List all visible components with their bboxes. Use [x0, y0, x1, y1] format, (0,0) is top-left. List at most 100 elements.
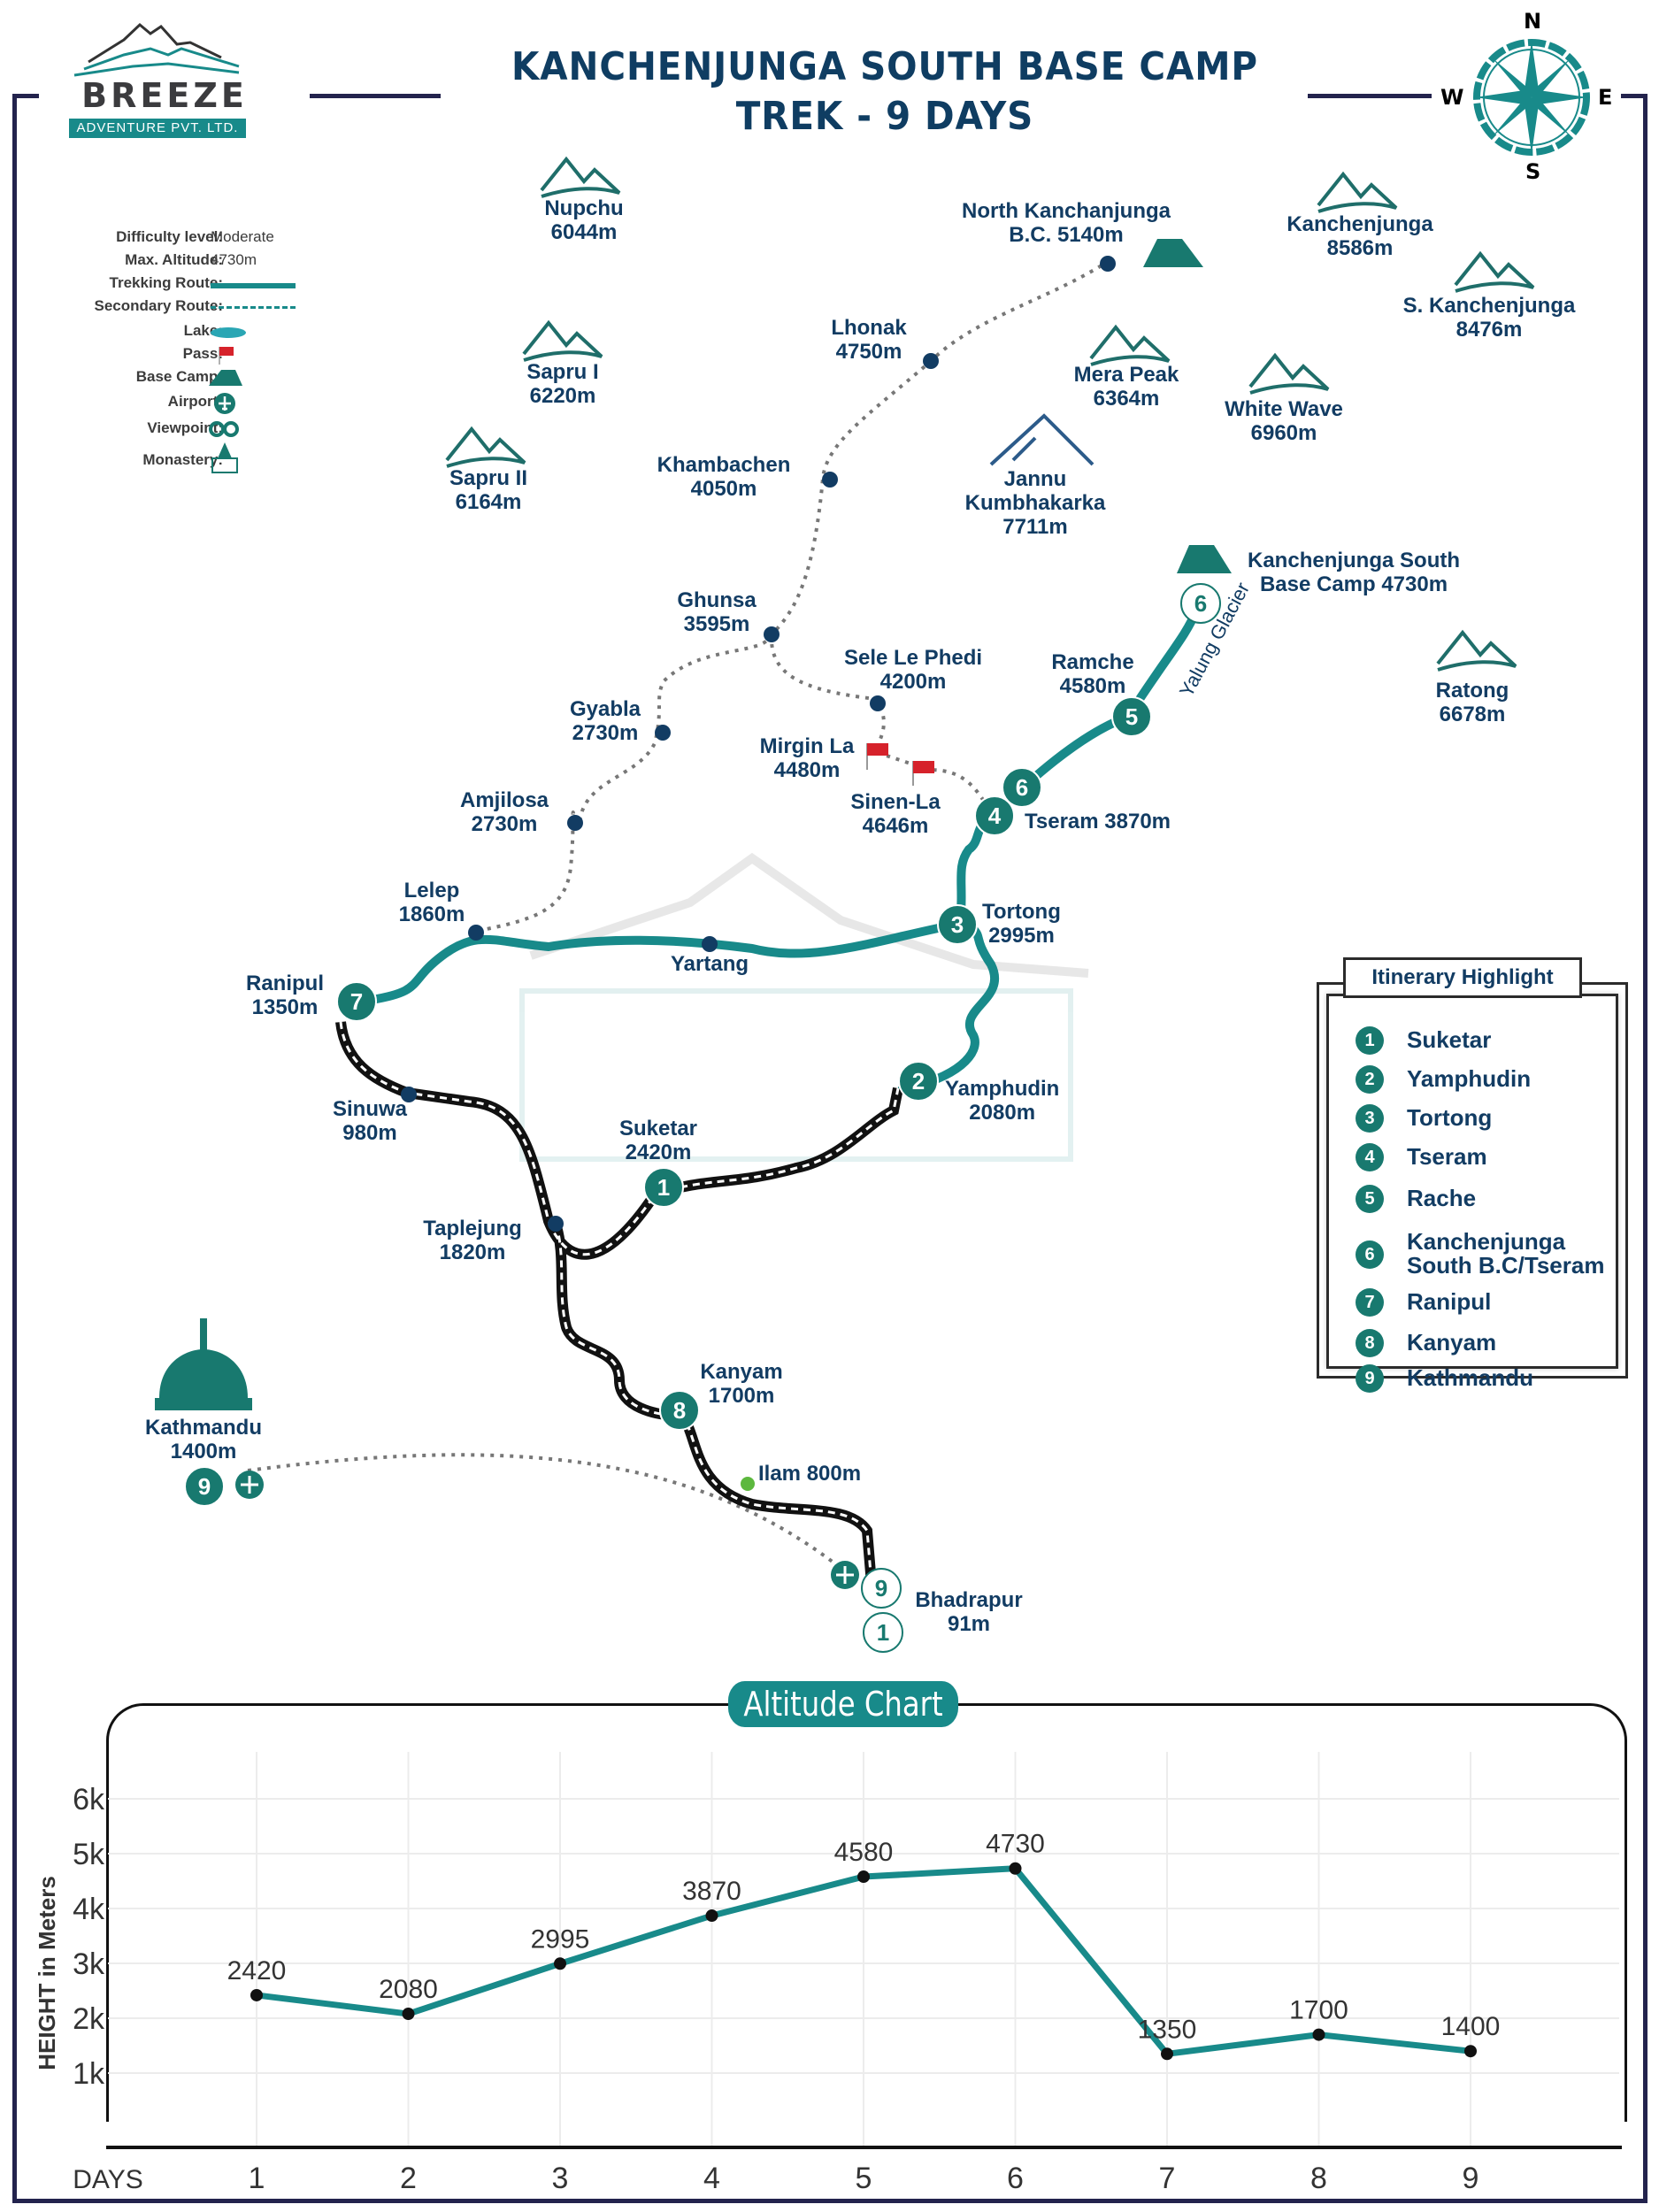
x-tick-label: 6 — [1007, 2162, 1024, 2195]
y-tick-label: 1k — [73, 2057, 105, 2091]
waypoint-amjilosa — [567, 815, 583, 831]
flag-icon — [219, 347, 234, 365]
title-line-1: KANCHENJUNGA SOUTH BASE CAMP — [511, 44, 1258, 89]
data-point — [1312, 2028, 1325, 2041]
title-line-2: TREK - 9 DAYS — [735, 94, 1034, 139]
waypoint-sinuwa — [401, 1087, 417, 1102]
label-yartang: Yartang — [670, 952, 749, 976]
data-point — [705, 1909, 718, 1923]
legend-lake: Lake: — [35, 322, 319, 345]
frame-top-right2 — [1621, 94, 1647, 98]
waypoint-yartang — [702, 936, 718, 952]
x-tick-label: 3 — [552, 2162, 569, 2195]
flag-icon — [912, 761, 934, 786]
waypoint-khambachen — [822, 472, 838, 488]
airplane-icon — [214, 393, 235, 414]
stop-day-6-tseram[interactable]: 6 — [1002, 767, 1042, 808]
data-point — [402, 2008, 415, 2021]
stop-day-9-bhadrapur[interactable]: 9 — [861, 1568, 902, 1609]
jeep-road — [335, 1021, 903, 1585]
compass-n: N — [1524, 9, 1542, 34]
y-tick-label: 5k — [73, 1838, 105, 1871]
data-point — [1464, 2045, 1477, 2058]
waypoint-sele-le — [870, 695, 886, 711]
legend-viewpoint: Viewpoint: — [35, 419, 319, 442]
stop-day-8[interactable]: 8 — [659, 1390, 700, 1431]
data-point — [554, 1957, 566, 1970]
label-ilam: Ilam 800m — [758, 1462, 862, 1486]
data-label: 3870 — [682, 1877, 741, 1906]
page-title: KANCHENJUNGA SOUTH BASE CAMP TREK - 9 DA… — [478, 42, 1292, 142]
mountain-icon-sapru2 — [445, 426, 526, 468]
legend-airport: Airport: — [35, 393, 319, 416]
tent-icon — [209, 370, 242, 386]
x-tick-label: 7 — [1159, 2162, 1176, 2195]
stop-day-2[interactable]: 2 — [898, 1061, 939, 1102]
waypoint-ilam — [741, 1477, 755, 1491]
compass-s: S — [1525, 159, 1541, 184]
frame-bottom — [12, 2199, 1647, 2203]
x-axis-label: DAYS — [73, 2165, 142, 2194]
legend-pass: Pass: — [35, 345, 319, 368]
data-label: 2420 — [227, 1956, 287, 1985]
data-label: 2995 — [531, 1924, 590, 1954]
stop-day-9-kathmandu[interactable]: 9 — [184, 1466, 225, 1507]
stop-day-5[interactable]: 5 — [1111, 696, 1152, 737]
waypoints — [401, 256, 1116, 1491]
y-tick-label: 3k — [73, 1947, 105, 1981]
label-tseram: Tseram 3870m — [1025, 810, 1171, 833]
data-point — [857, 1870, 870, 1884]
mountain-icon-s-kanchenjunga — [1454, 250, 1535, 293]
stop-day-1-bhadrapur[interactable]: 1 — [863, 1612, 903, 1653]
flag-icon — [866, 743, 888, 770]
monastery-icon — [211, 442, 238, 473]
peak-icons — [445, 156, 1535, 672]
y-axis-label: HEIGHT in Meters — [34, 1876, 60, 2070]
data-label: 4730 — [986, 1830, 1045, 1859]
frame-left — [12, 94, 17, 2203]
stop-day-3[interactable]: 3 — [937, 904, 978, 945]
data-label: 1350 — [1138, 2015, 1197, 2044]
data-label: 4580 — [834, 1838, 894, 1867]
stop-day-7[interactable]: 7 — [336, 981, 377, 1022]
airplane-icon — [831, 1561, 859, 1589]
x-tick-label: 4 — [703, 2162, 720, 2195]
stop-day-6-base-camp[interactable]: 6 — [1180, 583, 1221, 624]
solid-line-icon — [211, 283, 296, 288]
tent-icon — [1177, 545, 1232, 573]
logo-tagline: ADVENTURE PVT. LTD. — [69, 119, 246, 138]
mountain-icon-sapru1 — [522, 319, 603, 362]
airplane-icon — [235, 1471, 264, 1499]
data-label: 2080 — [379, 1975, 438, 2004]
stop-day-4[interactable]: 4 — [974, 795, 1015, 836]
stop-day-1[interactable]: 1 — [643, 1167, 684, 1208]
legend-secondary-route: Secondary Route: — [35, 297, 319, 320]
route-map — [155, 156, 1535, 1589]
tent-icon — [1143, 239, 1203, 267]
mountain-logo-icon — [73, 22, 240, 77]
mountain-icon-mera — [1089, 324, 1171, 366]
stupa-icon — [155, 1318, 252, 1410]
data-point — [1009, 1862, 1022, 1875]
frame-top-left — [12, 94, 39, 98]
x-tick-label: 2 — [400, 2162, 417, 2195]
data-label: 1700 — [1289, 1996, 1348, 2025]
compass-e: E — [1598, 85, 1613, 110]
logo-word: BREEZE — [81, 76, 248, 115]
